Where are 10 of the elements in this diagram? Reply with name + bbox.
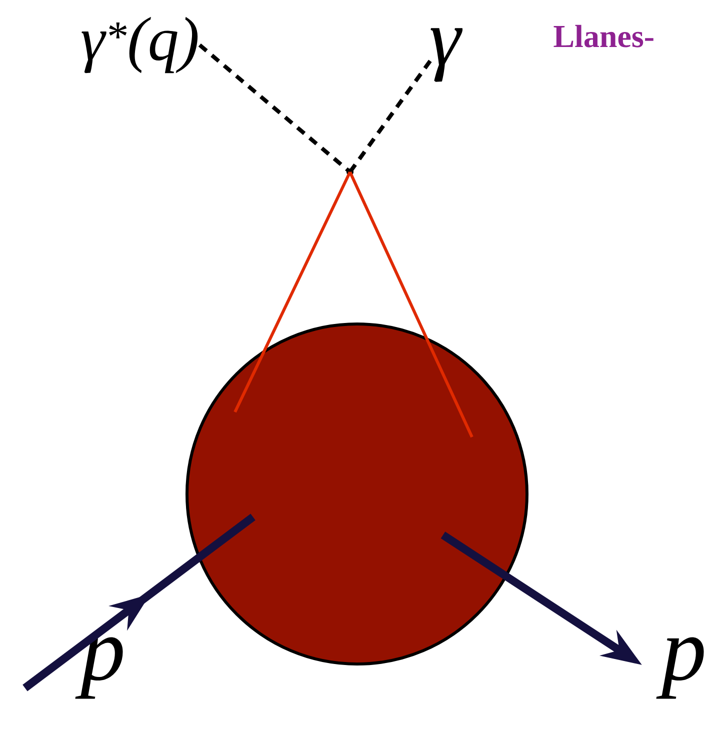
author-name: Llanes- xyxy=(554,24,654,48)
thick-line xyxy=(22,514,256,692)
symbol-label: γ xyxy=(430,28,463,82)
symbol-label: γ$^{*}$(q) xyxy=(82,16,198,74)
symbol-label: p xyxy=(75,637,123,699)
symbol-label: p xyxy=(656,637,704,699)
particle-blob xyxy=(186,322,528,666)
photon-line xyxy=(198,43,352,174)
quark-line xyxy=(348,171,474,438)
quark-line xyxy=(234,171,352,413)
